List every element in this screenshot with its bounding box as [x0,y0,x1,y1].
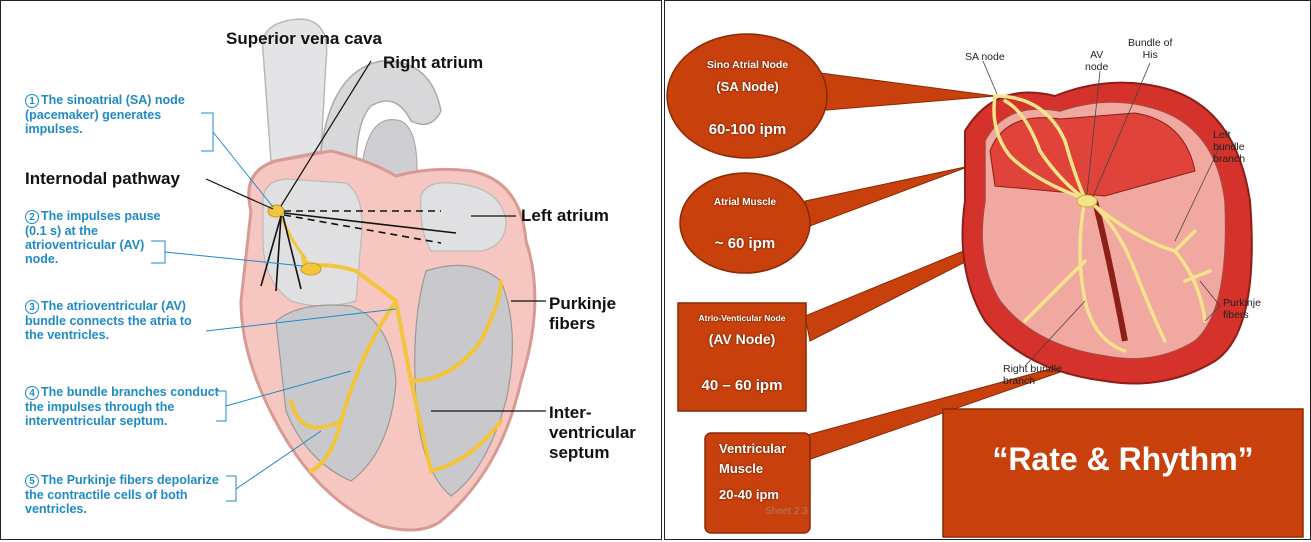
step-3-av-bundle: 3The atrioventricular (AV) bundle connec… [25,299,210,342]
step-4-bold: bundle branches [67,385,167,399]
sa-node-shape [268,205,284,217]
vent-callout-title: Ventricular [719,441,809,456]
label-left-bundle-line3: branch [1213,153,1245,165]
label-bundle-of-his-line2: His [1128,49,1172,61]
rate-rhythm-title: “Rate & Rhythm” [943,441,1303,478]
label-av-node-line2: node [1085,61,1108,73]
step-1-sa-node: 1The sinoatrial (SA) node (pacemaker) ge… [25,93,205,136]
sa-callout-rate: 60-100 ipm [685,121,810,138]
step-3-number-icon: 3 [25,300,39,314]
label-purkinje-right-line1: Purkinje [1223,297,1261,309]
atrial-callout-tail [805,166,970,226]
label-left-bundle-line1: Left [1213,129,1245,141]
right-atrium-chamber [263,179,362,306]
step-4-number-icon: 4 [25,386,39,400]
step-1-pre: The [41,93,67,107]
av-callout-title: Atrio-Venticular Node [679,313,805,323]
step-5-purkinje-fibers: 5The Purkinje fibers depolarize the cont… [25,473,225,516]
step-4-pre: The [41,385,67,399]
right-panel: SA node AV node Bundle of His Left bundl… [664,0,1311,540]
label-interventricular-line3: septum [549,443,636,463]
label-av-node: AV node [1085,49,1108,73]
step-1-number-icon: 1 [25,94,39,108]
step-2-av-node: 2The impulses pause (0.1 s) at the atrio… [25,209,165,266]
label-right-bundle-line1: Right bundle [1003,363,1062,375]
step-5-pre: The [41,473,67,487]
step-5-bold: Purkinje fibers [67,473,154,487]
sa-callout-bubble [667,34,827,158]
label-purkinje-right-line2: fibers [1223,309,1261,321]
step-1-post: (pacemaker) generates impulses. [25,108,161,136]
sa-callout-subtitle: (SA Node) [685,79,810,94]
step-5-number-icon: 5 [25,474,39,488]
sa-callout-title: Sino Atrial Node [685,59,810,71]
label-sa-node: SA node [965,51,1005,63]
step-3-pre: The [41,299,67,313]
label-bundle-of-his: Bundle of His [1128,37,1172,61]
vent-callout-rate: 20-40 ipm [719,487,809,502]
av-callout-subtitle: (AV Node) [679,331,805,347]
atrial-callout-bubble [680,173,810,273]
label-purkinje-fibers-line1: Purkinje [549,294,616,314]
label-left-bundle-branch: Left bundle branch [1213,129,1245,165]
label-purkinje-fibers: Purkinje fibers [549,294,616,334]
sa-callout-tail [805,71,995,111]
label-bundle-of-his-line1: Bundle of [1128,37,1172,49]
label-purkinje-fibers-right: Purkinje fibers [1223,297,1261,321]
label-interventricular-line2: ventricular [549,423,636,443]
label-interventricular-line1: Inter- [549,403,636,423]
av-callout-rate: 40 – 60 ipm [679,377,805,394]
step-1-bold: sinoatrial (SA) node [67,93,185,107]
label-superior-vena-cava: Superior vena cava [226,29,382,49]
step-2-number-icon: 2 [25,210,39,224]
atrial-callout-title: Atrial Muscle [685,197,805,208]
label-interventricular-septum: Inter- ventricular septum [549,403,636,463]
label-right-bundle-branch: Right bundle branch [1003,363,1062,387]
av-node-shape [301,263,321,275]
left-panel: Superior vena cava Right atrium Internod… [0,0,662,540]
right-av-node-shape [1077,195,1097,207]
label-purkinje-fibers-line2: fibers [549,314,616,334]
faint-footer-text: Sheet 2.3 [765,506,808,517]
label-left-atrium: Left atrium [521,206,609,226]
label-av-node-line1: AV [1085,49,1108,61]
atrial-callout-rate: ~ 60 ipm [685,235,805,252]
step-2-bold: atrioventricular (AV) node. [25,238,144,266]
label-right-bundle-line2: branch [1003,375,1062,387]
vent-callout-subtitle: Muscle [719,461,809,476]
step-4-bundle-branches: 4The bundle branches conduct the impulse… [25,385,220,428]
label-internodal-pathway: Internodal pathway [25,169,180,189]
label-left-bundle-line2: bundle [1213,141,1245,153]
label-right-atrium: Right atrium [383,53,483,73]
step-2-pre: The impulses pause (0.1 s) at the [25,209,160,238]
